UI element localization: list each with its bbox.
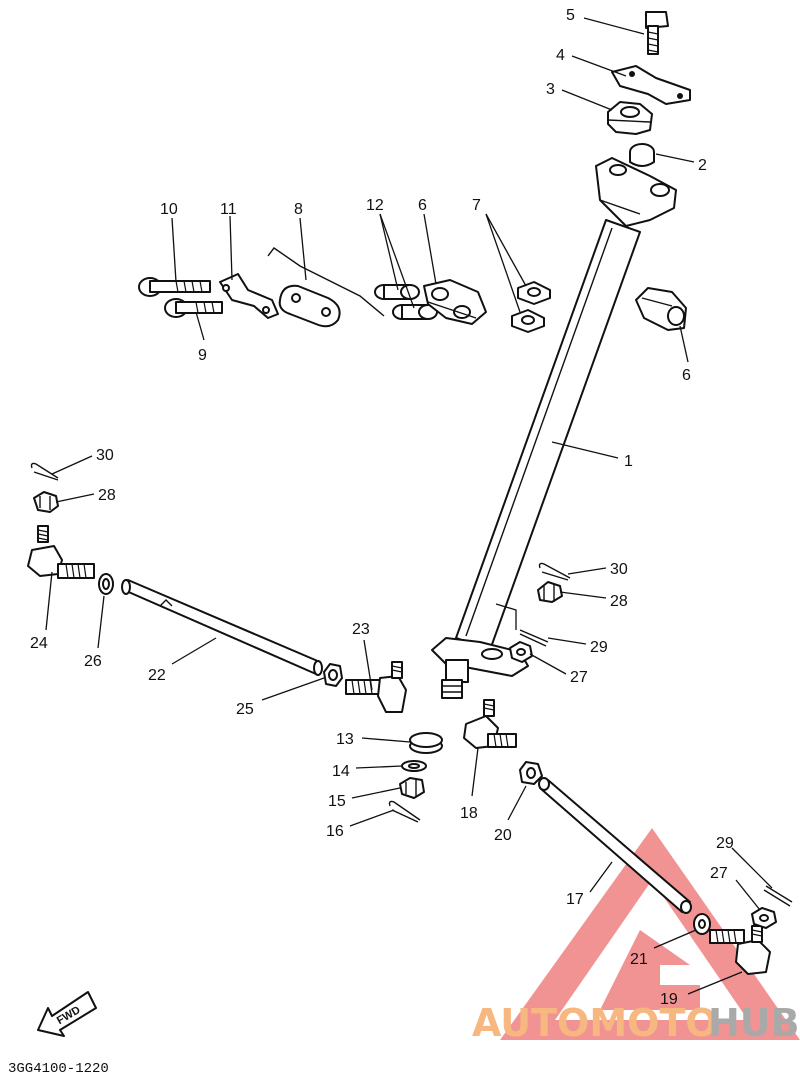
cotter-pin-30-right [538,562,571,581]
holder-3 [607,101,653,135]
callout-5: 5 [566,7,575,24]
nut-27-right [509,641,533,663]
holder-6-right [635,287,687,331]
callout-15: 15 [328,793,346,810]
bracket-11 [219,273,279,319]
nut-21 [693,913,711,935]
tie-rod-end-24 [27,525,95,579]
callout-9: 9 [198,347,207,364]
washer-13 [409,732,443,754]
callout-17: 17 [566,891,584,908]
callout-30-right: 30 [610,561,628,578]
callout-8: 8 [294,201,303,218]
tie-rod-end-23 [345,661,407,713]
washer-14 [401,760,427,772]
bolt-9 [164,298,223,318]
cotter-pin-16 [388,800,421,823]
nut-20 [519,761,543,785]
fwd-arrow-icon: FWD [37,991,97,1037]
plate-4 [611,65,691,105]
callout-29-right: 29 [590,639,608,656]
callout-7: 7 [472,197,481,214]
cotter-pin-29-right [519,629,549,647]
callout-30-left: 30 [96,447,114,464]
callout-11: 11 [220,201,237,218]
watermark-part1: AUTOMOTO [472,1001,718,1045]
callout-16: 16 [326,823,344,840]
callout-13: 13 [336,731,354,748]
callout-20: 20 [494,827,512,844]
callout-6-right: 6 [682,367,691,384]
callout-27-lower: 27 [710,865,728,882]
tie-rod-17 [538,777,692,914]
callout-21: 21 [630,951,648,968]
callout-1: 1 [624,453,633,470]
nuts-7 [511,281,551,333]
collars-12 [374,284,438,320]
nut-27-lower [751,907,777,929]
bolt-5 [645,11,669,55]
nut-28-left [33,491,59,513]
callout-4: 4 [556,47,565,64]
tie-rod-end-19 [709,925,771,975]
holder-6-upper [423,279,487,325]
callout-28-right: 28 [610,593,628,610]
callout-14: 14 [332,763,350,780]
bolt-10 [138,277,211,297]
callout-26: 26 [84,653,102,670]
lever-8 [267,247,385,328]
nut-15 [399,777,425,799]
callout-numbers: 5 4 3 2 10 11 8 12 6 7 9 6 1 30 28 24 26… [30,7,734,1008]
callout-23: 23 [352,621,370,638]
watermark-logo [500,828,800,1040]
callout-24: 24 [30,635,48,652]
callout-2: 2 [698,157,707,174]
callout-10: 10 [160,201,178,218]
callout-25: 25 [236,701,254,718]
callout-22: 22 [148,667,166,684]
nut-28-right [537,581,563,603]
callout-29-lower: 29 [716,835,734,852]
tie-rod-end-18 [463,699,517,749]
callout-6-upper: 6 [418,197,427,214]
callout-19: 19 [660,991,678,1008]
callout-12: 12 [366,197,384,214]
nut-25 [323,663,343,687]
callout-27-right: 27 [570,669,588,686]
cap-2 [629,143,655,167]
watermark-part2: HUB [708,1001,800,1045]
steering-shaft [431,157,677,699]
tie-rod-22 [121,579,323,676]
leader-lines [45,17,773,995]
callout-28-left: 28 [98,487,116,504]
callout-3: 3 [546,81,555,98]
cotter-pin-30-left [30,462,59,481]
cotter-pin-29-lower [763,885,793,907]
watermark-text: AUTOMOTO HUB [472,1001,800,1045]
diagram-code: 3GG4100-1220 [8,1061,109,1077]
callout-18: 18 [460,805,478,822]
nut-26 [98,573,114,595]
